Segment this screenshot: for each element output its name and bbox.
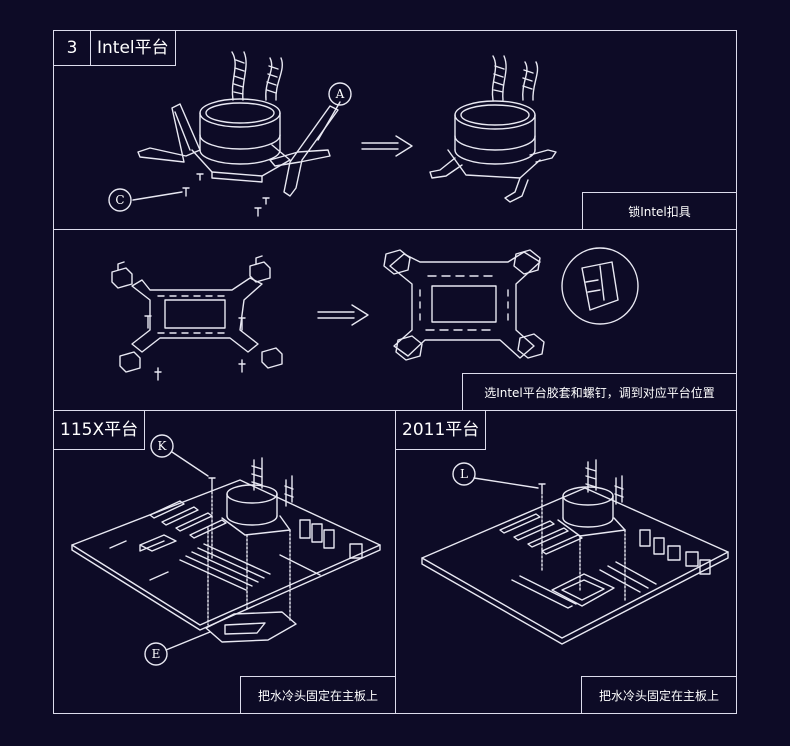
platform-2011-title: 2011平台 — [395, 410, 487, 450]
arrow-right-icon — [318, 305, 368, 325]
caption-backplate: 选Intel平台胶套和螺钉，调到对应平台位置 — [462, 373, 737, 411]
step-title: Intel平台 — [90, 30, 176, 66]
callout-c: C — [115, 193, 124, 207]
platform-115x-title: 115X平台 — [53, 410, 146, 450]
motherboard-2011-illustration: L — [422, 460, 728, 644]
step-number: 3 — [53, 30, 91, 66]
pump-assembled-illustration — [430, 56, 556, 202]
callout-e: E — [152, 647, 161, 661]
callout-k: K — [158, 439, 168, 453]
caption-2011-mount: 把水冷头固定在主板上 — [581, 676, 737, 714]
callout-l: L — [460, 467, 468, 481]
callout-a: A — [335, 87, 345, 101]
pump-with-brackets-illustration: A C — [109, 52, 351, 216]
backplate-exploded-illustration — [112, 256, 282, 380]
arrow-right-icon — [362, 136, 412, 156]
backplate-assembled-illustration — [384, 248, 638, 360]
caption-intel-bracket: 锁Intel扣具 — [582, 192, 737, 230]
motherboard-115x-illustration: K E — [72, 435, 380, 665]
caption-115x-mount: 把水冷头固定在主板上 — [240, 676, 396, 714]
